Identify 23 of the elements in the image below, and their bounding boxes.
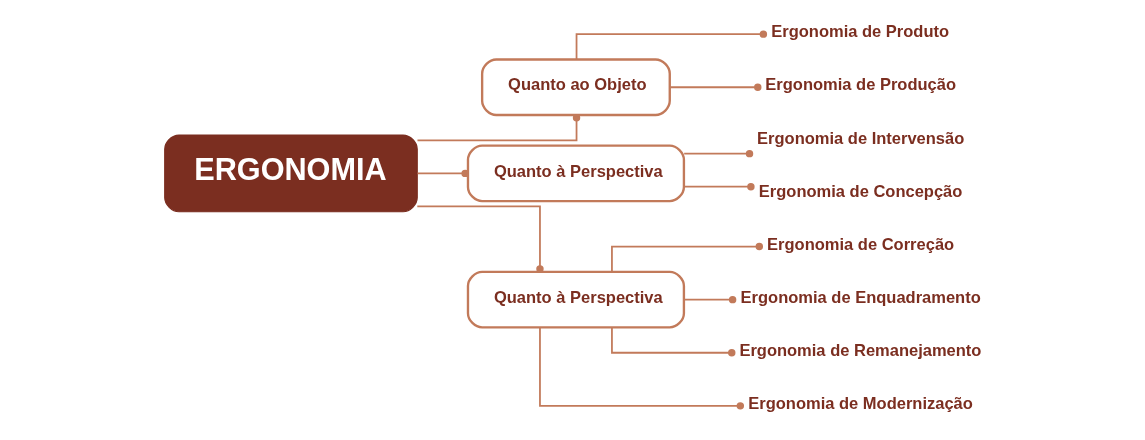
node-text: Ergonomia de Correção <box>766 234 954 253</box>
connector <box>610 242 763 273</box>
node-box: ERGONOMIA <box>163 134 418 213</box>
connector <box>682 295 736 304</box>
node-text: Ergonomia de Concepção <box>758 181 962 200</box>
node-text: Ergonomia de Modernização <box>747 394 973 413</box>
node-box: Quanto à Perspectiva <box>466 270 685 329</box>
node-text: Ergonomia de Produto <box>770 22 949 41</box>
connector <box>575 30 767 61</box>
connector <box>610 326 735 357</box>
connector <box>682 149 753 158</box>
node-text: Ergonomia de Remanejamento <box>738 340 981 359</box>
connector <box>668 83 761 91</box>
connector <box>538 326 744 410</box>
node-text: Ergonomia de Produção <box>764 75 956 94</box>
connector <box>416 114 580 142</box>
connector <box>682 182 755 191</box>
node-text: Ergonomia de Enquadramento <box>740 287 981 306</box>
connector <box>415 205 544 273</box>
node-box: Quanto à Perspectiva <box>466 144 685 203</box>
connector <box>416 169 469 178</box>
node-text: Ergonomia de Intervensão <box>756 128 964 147</box>
node-box: Quanto ao Objeto <box>480 58 671 117</box>
